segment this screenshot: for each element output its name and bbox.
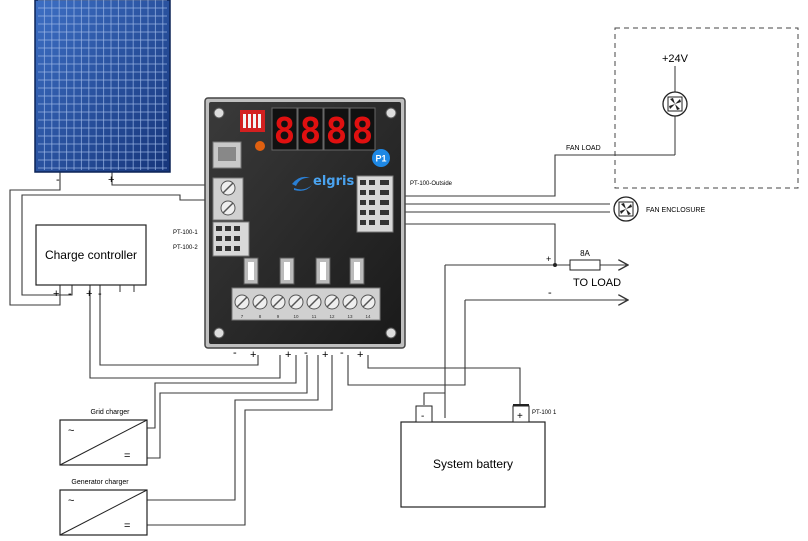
fuse-holders [243, 257, 365, 285]
battery-sensor-label: PT-100 1 [532, 410, 557, 416]
charge-controller-plus-2: + [86, 288, 92, 300]
charge-controller-label: Charge controller [45, 248, 137, 262]
battery-label: System battery [433, 457, 513, 471]
p1-badge [372, 149, 390, 167]
bottom-polarity-labels: - + + - + - + [233, 347, 363, 361]
fan-enclosure-label: FAN ENCLOSURE [646, 207, 705, 214]
terminal-number: 7 [241, 314, 244, 319]
battery-minus: - [421, 411, 424, 422]
fuse-rating: 8A [580, 249, 590, 258]
polarity-plus-2: + [285, 349, 291, 361]
polarity-plus-1: + [250, 349, 256, 361]
fan-load: +24V FAN LOAD [566, 27, 799, 189]
elgris-logo-icon [292, 176, 312, 191]
battery-plus: + [517, 411, 523, 422]
grid-charger: Grid charger ~ = [59, 409, 148, 466]
power-input-terminals [212, 177, 244, 221]
display-digit-2: 8 [300, 111, 322, 152]
generator-charger-ac: ~ [68, 495, 74, 507]
terminal-number: 9 [277, 314, 280, 319]
display-digit-4: 8 [352, 111, 374, 152]
fan-enclosure-icon [613, 196, 639, 222]
terminal-number: 14 [365, 314, 371, 319]
load-minus: - [548, 287, 552, 299]
generator-charger-dc: = [124, 520, 130, 532]
fan-enclosure: FAN ENCLOSURE [613, 196, 705, 222]
seven-segment-display: 8 8 8 8 [271, 107, 376, 152]
display-digit-3: 8 [326, 111, 348, 152]
polarity-plus-3: + [322, 349, 328, 361]
terminal-screw-slot [272, 296, 284, 308]
load-plus: + [546, 254, 551, 264]
system-battery: - + PT-100 1 System battery [400, 404, 557, 508]
p1-badge-label: P1 [375, 154, 386, 164]
terminal-number: 11 [312, 314, 317, 319]
charge-controller: Charge controller + - + - [35, 224, 147, 300]
polarity-minus-2: - [304, 347, 308, 359]
terminal-screw-slot [254, 296, 266, 308]
generator-charger-label: Generator charger [71, 479, 129, 486]
status-led [255, 141, 265, 151]
mounting-screws [213, 107, 397, 339]
pt100-outside-label: PT-100-Outside [410, 181, 453, 187]
grid-charger-dc: = [124, 450, 130, 462]
grid-charger-ac: ~ [68, 425, 74, 437]
main-controller: 8 8 8 8 P1 elgris [204, 97, 406, 349]
terminal-screw-slot [308, 296, 320, 308]
terminal-screw-slot [236, 296, 248, 308]
fan-load-label: FAN LOAD [566, 145, 601, 152]
charge-controller-minus-1: - [68, 288, 72, 300]
display-digit-1: 8 [274, 111, 296, 152]
charge-controller-plus-1: + [53, 288, 59, 300]
output-terminal-strip [231, 287, 381, 321]
solar-panel: - + [34, 0, 171, 186]
sensor-terminals [356, 175, 394, 233]
load-output: 8A + - TO LOAD [546, 249, 621, 299]
pt100-2-label: PT-100-2 [173, 245, 198, 251]
fuse-icon [569, 259, 601, 271]
pt100-1-label: PT-100-1 [173, 230, 198, 236]
solar-minus-label: - [56, 174, 60, 186]
to-load-label: TO LOAD [573, 277, 621, 289]
terminal-numbers: 7 8 9 10 11 12 13 14 [241, 314, 371, 319]
polarity-minus-3: - [340, 347, 344, 359]
charge-controller-minus-2: - [98, 288, 102, 300]
terminal-number: 12 [329, 314, 335, 319]
terminal-number: 8 [259, 314, 262, 319]
solar-plus-label: + [108, 174, 114, 186]
terminal-screw-slot [290, 296, 302, 308]
generator-charger: Generator charger ~ = [59, 479, 148, 536]
terminal-screw-slot [326, 296, 338, 308]
wires [9, 154, 628, 526]
terminal-screw-slot [362, 296, 374, 308]
brand-name: elgris [313, 174, 354, 189]
pt100-terminals [212, 221, 250, 257]
polarity-plus-4: + [357, 349, 363, 361]
polarity-minus-1: - [233, 347, 237, 359]
grid-charger-label: Grid charger [91, 409, 131, 416]
terminal-number: 10 [293, 314, 299, 319]
fan-load-voltage: +24V [662, 53, 689, 65]
terminal-number: 13 [347, 314, 353, 319]
terminal-screw-slot [344, 296, 356, 308]
fan-load-icon [662, 91, 688, 117]
